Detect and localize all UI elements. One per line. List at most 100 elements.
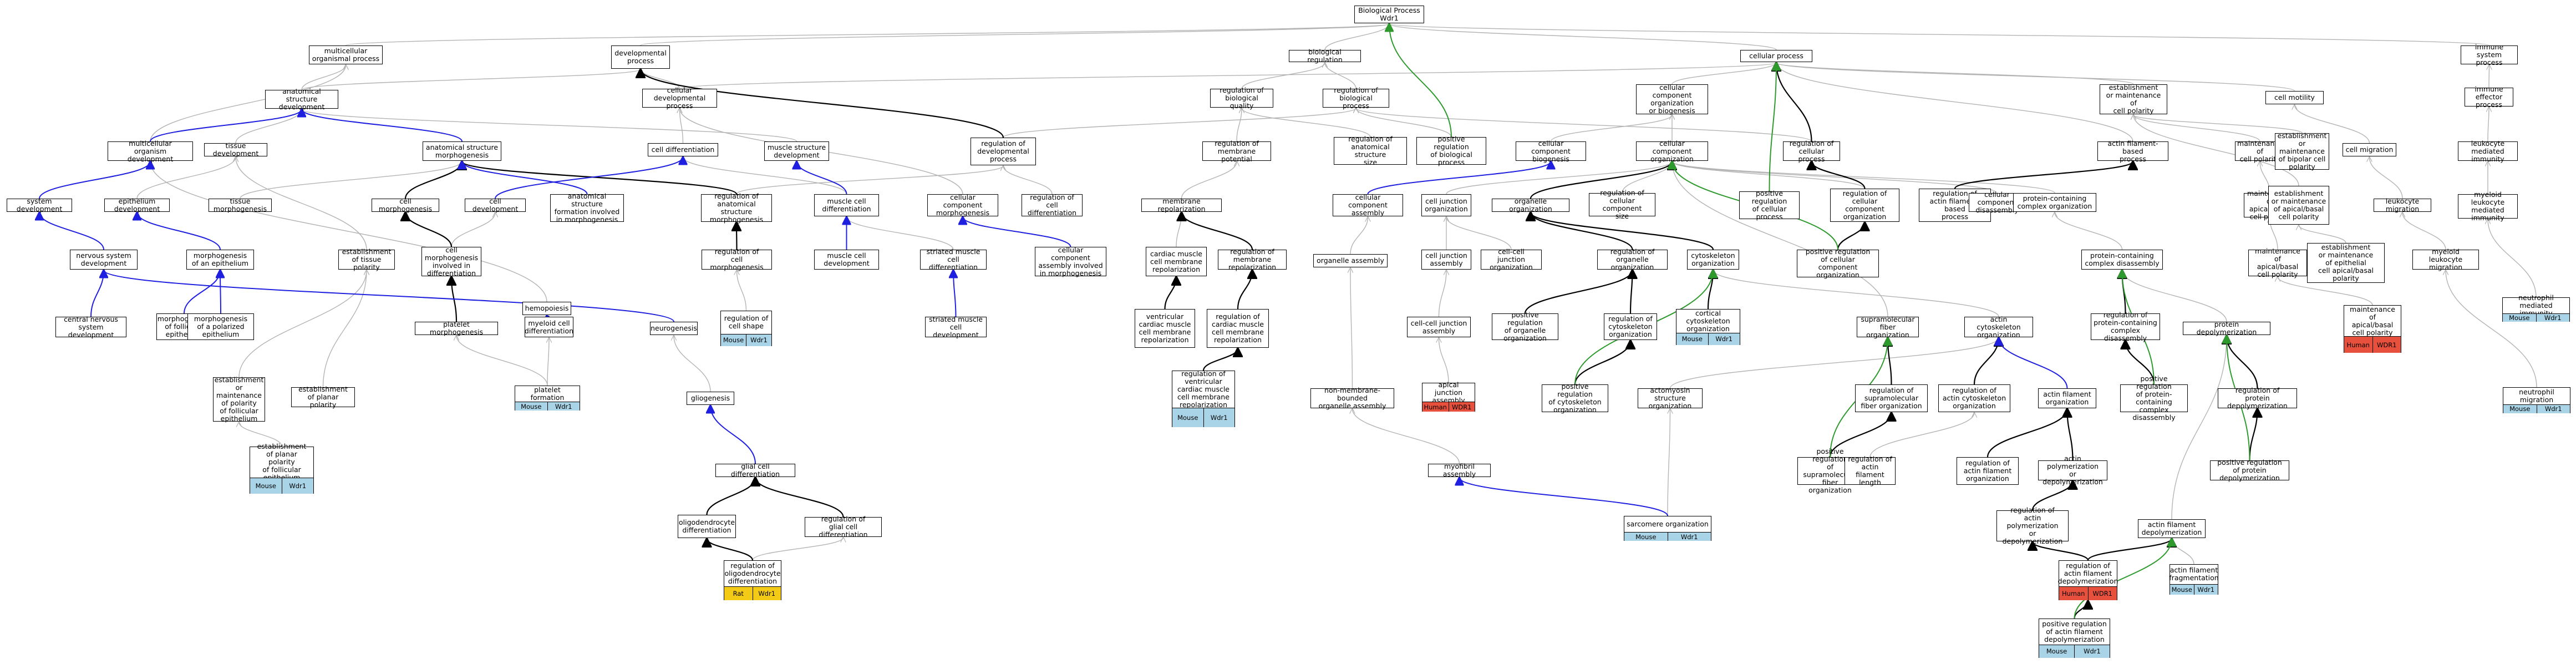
go-term-cellcelljuncassembly[interactable]: cell-cell junction assembly bbox=[1407, 317, 1471, 337]
go-term-actincytoorg[interactable]: actin cytoskeleton organization bbox=[1964, 315, 2033, 338]
go-term-tissmorph[interactable]: tissue morphogenesis bbox=[209, 197, 272, 213]
go-term-muscdiff[interactable]: muscle cell differentiation bbox=[814, 194, 879, 216]
go-term-maintepi[interactable]: maintenance of apical/basal cell polarit… bbox=[2248, 247, 2307, 278]
go-term-ccbiogen[interactable]: cellular component biogenesis bbox=[1516, 139, 1586, 163]
go-term-cellproc[interactable]: cellular process bbox=[1740, 50, 1812, 62]
go-term-regccorg[interactable]: regulation of cellular component organiz… bbox=[1830, 189, 1899, 222]
go-term-regccsize[interactable]: regulation of cellular component size bbox=[1589, 189, 1655, 220]
go-term-pcdisass[interactable]: protein-containing complex disassembly bbox=[2081, 250, 2163, 270]
go-term-regprotdepoly[interactable]: regulation of protein depolymerization bbox=[2218, 387, 2297, 410]
go-term-epidev[interactable]: epithelium development bbox=[104, 197, 170, 213]
go-term-posregcyto[interactable]: positive regulation of cytoskeleton orga… bbox=[1542, 383, 1608, 414]
go-term-anatdev[interactable]: anatomical structure development bbox=[265, 88, 338, 111]
go-term-morphpolar[interactable]: morphogenesis of a polarized epithelium bbox=[187, 313, 254, 340]
go-term-regmemrepol[interactable]: regulation of membrane repolarization bbox=[1218, 248, 1287, 271]
go-term-estapical[interactable]: establishment or maintenance of apical/b… bbox=[2268, 186, 2329, 225]
go-term-regcyto[interactable]: regulation of cytoskeleton organization bbox=[1604, 313, 1657, 340]
go-term-oligo[interactable]: oligodendrocyte differentiation bbox=[678, 515, 736, 538]
annotated-term-estplanarfollic[interactable]: establishment of planar polarity of foll… bbox=[250, 443, 314, 494]
go-term-regcardrepol[interactable]: regulation of cardiac muscle cell membra… bbox=[1207, 309, 1269, 348]
go-term-regbp[interactable]: regulation of biological process bbox=[1323, 87, 1389, 110]
go-term-posregprotdepoly[interactable]: positive regulation of protein depolymer… bbox=[2210, 459, 2289, 482]
go-term-myeloidmig[interactable]: myeloid leukocyte migration bbox=[2412, 248, 2479, 271]
go-term-regcelldiff[interactable]: regulation of cell differentiation bbox=[1022, 194, 1083, 217]
go-term-actinfilorg[interactable]: actin filament organization bbox=[2038, 388, 2096, 408]
go-term-sysdev[interactable]: system development bbox=[7, 197, 72, 213]
go-term-supramolorg[interactable]: supramolecular fiber organization bbox=[1857, 315, 1919, 338]
go-term-cellmig[interactable]: cell migration bbox=[2343, 143, 2396, 156]
go-term-cellmot[interactable]: cell motility bbox=[2265, 91, 2324, 104]
go-term-posregsupramol[interactable]: positive regulation of supramolecular fi… bbox=[1797, 448, 1863, 494]
go-term-musstrdev[interactable]: muscle structure development bbox=[764, 141, 829, 161]
go-term-leukimm[interactable]: leukocyte mediated immunity bbox=[2458, 139, 2518, 163]
go-term-myeloidimm[interactable]: myeloid leukocyte mediated immunity bbox=[2458, 191, 2518, 222]
go-term-regpcdisass[interactable]: regulation of protein-containing complex… bbox=[2091, 311, 2160, 342]
go-term-organassembly[interactable]: organelle assembly bbox=[1313, 254, 1388, 267]
go-term-actinbased[interactable]: actin filament-based process bbox=[2097, 139, 2168, 163]
go-term-reganatmorph[interactable]: regulation of anatomical structure morph… bbox=[701, 192, 772, 224]
go-term-organorg[interactable]: organelle organization bbox=[1492, 197, 1569, 213]
go-term-nonmem[interactable]: non-membrane-bounded organelle assembly bbox=[1310, 387, 1394, 410]
go-term-regactinlength[interactable]: regulation of actin filament length bbox=[1845, 455, 1896, 486]
go-term-posregpcdisass[interactable]: positive regulation of protein-containin… bbox=[2120, 375, 2188, 422]
go-term-estmaint[interactable]: establishment or maintenance of polarity… bbox=[213, 376, 265, 423]
go-term-cytoorg[interactable]: cytoskeleton organization bbox=[1687, 250, 1739, 270]
go-term-multidev[interactable]: multicellular organism development bbox=[108, 139, 193, 163]
go-term-immsys[interactable]: immune system process bbox=[2461, 43, 2518, 67]
go-term-ccorg[interactable]: cellular component organization bbox=[1636, 139, 1708, 163]
go-term-celldev[interactable]: cell development bbox=[465, 197, 526, 213]
go-term-pcorg[interactable]: protein-containing complex organization bbox=[2013, 193, 2096, 212]
go-term-striateddev[interactable]: striated muscle cell development bbox=[925, 315, 987, 338]
go-term-regcellmorph[interactable]: regulation of cell morphogenesis bbox=[702, 248, 772, 271]
go-term-actomyosin[interactable]: actomyosin structure organization bbox=[1638, 387, 1703, 410]
annotated-term-regventrepol[interactable]: regulation of ventricular cardiac muscle… bbox=[1172, 370, 1235, 427]
go-term-regcellproc[interactable]: regulation of cellular process bbox=[1783, 139, 1840, 163]
go-term-esttiss[interactable]: establishment of tissue polarity bbox=[338, 248, 395, 271]
go-term-ccassembly[interactable]: cellular component assembly bbox=[1333, 194, 1403, 217]
go-term-estbipolar[interactable]: establishment or maintenance of bipolar … bbox=[2275, 132, 2329, 171]
go-term-bioreg[interactable]: biological regulation bbox=[1289, 48, 1361, 64]
go-term-ventrepol[interactable]: ventricular cardiac muscle cell membrane… bbox=[1135, 309, 1195, 348]
annotated-term-regactindepoly[interactable]: regulation of actin filament depolymeriz… bbox=[2058, 560, 2118, 600]
go-term-reganatsize[interactable]: regulation of anatomical structure size bbox=[1334, 135, 1407, 166]
go-term-ccmorph[interactable]: cellular component morphogenesis bbox=[927, 194, 998, 217]
go-term-myofibril[interactable]: myofibril assembly bbox=[1428, 463, 1491, 478]
go-term-regmempot[interactable]: regulation of membrane potential bbox=[1202, 139, 1271, 163]
go-term-regsupramol[interactable]: regulation of supramolecular fiber organ… bbox=[1855, 384, 1928, 412]
go-term-ccorgbio[interactable]: cellular component organization or bioge… bbox=[1636, 84, 1708, 115]
go-term-gliogenesis[interactable]: gliogenesis bbox=[687, 392, 734, 405]
go-term-tissdev[interactable]: tissue development bbox=[204, 142, 267, 158]
annotated-term-maintepipolar[interactable]: maintenance of apical/basal cell polarit… bbox=[2344, 305, 2401, 353]
go-term-devproc[interactable]: developmental process bbox=[611, 45, 670, 69]
go-term-cellcelljuncorg[interactable]: cell-cell junction organization bbox=[1481, 248, 1542, 271]
go-term-anatform[interactable]: anatomical structure formation involved … bbox=[550, 192, 624, 224]
go-term-estepi[interactable]: establishment or maintenance of epitheli… bbox=[2307, 243, 2385, 283]
go-term-protdepoly[interactable]: protein depolymerization bbox=[2183, 321, 2270, 336]
go-term-morphepi[interactable]: morphogenesis of an epithelium bbox=[186, 250, 254, 270]
go-term-anatmorph[interactable]: anatomical structure morphogenesis bbox=[423, 141, 501, 161]
go-term-memrepol[interactable]: membrane repolarization bbox=[1141, 197, 1222, 213]
go-term-neurogenesis[interactable]: neurogenesis bbox=[650, 322, 698, 335]
go-term-regbq[interactable]: regulation of biological quality bbox=[1210, 87, 1273, 110]
go-term-immeff[interactable]: immune effector process bbox=[2465, 85, 2513, 109]
go-term-estpol[interactable]: establishment or maintenance of cell pol… bbox=[2100, 84, 2167, 115]
go-term-cellmorphdiff[interactable]: cell morphogenesis involved in different… bbox=[421, 246, 481, 277]
go-term-posregbp[interactable]: positive regulation of biological proces… bbox=[1416, 135, 1486, 166]
go-term-actinpoly[interactable]: actin polymerization or depolymerization bbox=[2038, 455, 2107, 486]
go-term-regactinorg[interactable]: regulation of actin filament organizatio… bbox=[1957, 457, 2019, 485]
go-term-muscdev[interactable]: muscle cell development bbox=[814, 250, 879, 270]
go-term-posregcp[interactable]: positive regulation of cellular process bbox=[1739, 190, 1800, 221]
go-term-regactincyto[interactable]: regulation of actin cytoskeleton organiz… bbox=[1938, 384, 2010, 412]
go-term-hemopoiesis[interactable]: hemopoiesis bbox=[522, 302, 571, 315]
go-term-estplanar[interactable]: establishment of planar polarity bbox=[291, 386, 355, 409]
go-term-regdevproc[interactable]: regulation of developmental process bbox=[971, 138, 1036, 165]
go-term-celldiff[interactable]: cell differentiation bbox=[648, 143, 718, 156]
go-term-celljuncassembly[interactable]: cell junction assembly bbox=[1421, 250, 1471, 270]
go-term-regorganorg[interactable]: regulation of organelle organization bbox=[1597, 248, 1668, 271]
